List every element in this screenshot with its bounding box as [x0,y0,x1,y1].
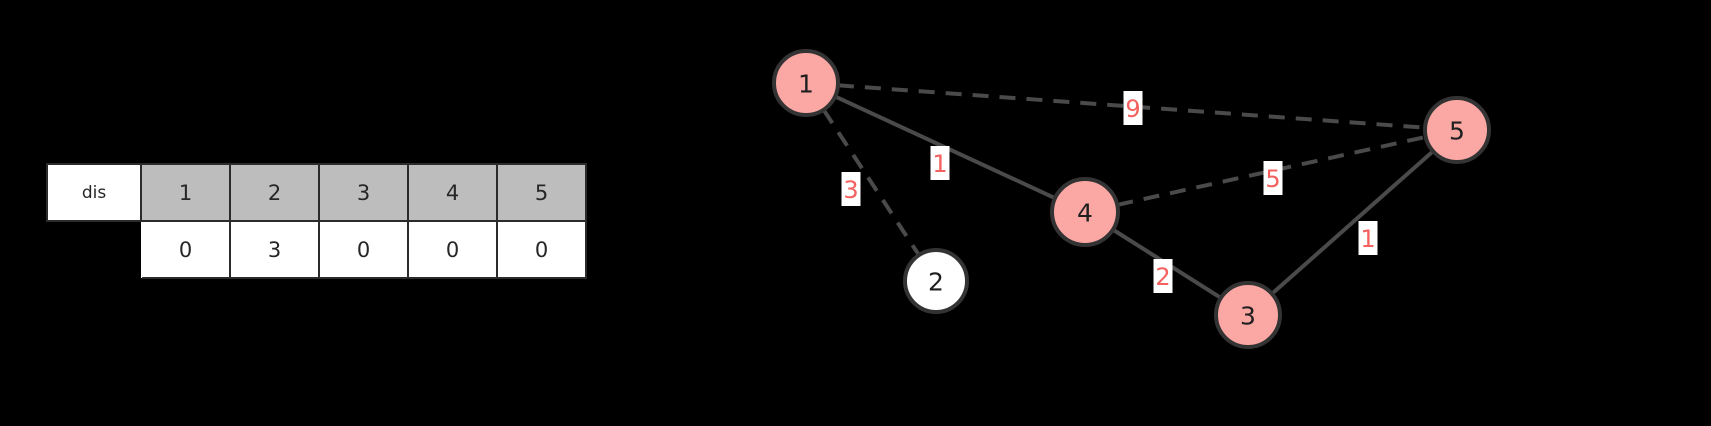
distance-table: dis 1 2 3 4 5 0 3 0 0 0 [46,163,587,279]
table-row-label: dis [46,163,142,222]
graph-node-2[interactable]: 2 [903,248,969,314]
edge-label-background [930,146,950,180]
table-value-cell-1: 0 [140,220,231,279]
table-value-row: 0 3 0 0 0 [47,220,587,279]
nodes-layer: 1 2 3 4 5 [772,49,1491,349]
node-label-2: 2 [928,268,944,297]
edge-weight-text: 3 [843,176,858,204]
edge-label-background [1123,91,1143,125]
node-label-1: 1 [798,70,814,99]
graph-node-4[interactable]: 4 [1050,177,1120,247]
edge-weight-text: 1 [1360,225,1375,253]
edge-weight-label-1-2: 3 [841,172,861,206]
graph-edge-1-5 [837,83,1426,130]
edge-labels-layer: 9 1 3 5 2 1 [841,91,1378,293]
table-header-cell-1: 1 [140,163,231,222]
edge-label-background [841,172,861,206]
edge-weight-label-1-4: 1 [930,146,950,180]
edge-weight-text: 9 [1125,95,1140,123]
edge-weight-text: 1 [932,150,947,178]
table-header-cell-3: 3 [318,163,409,222]
node-label-5: 5 [1449,117,1465,146]
graph-edge-1-2 [821,108,921,257]
table-header-cell-2: 2 [229,163,320,222]
table-header-cell-5: 5 [496,163,587,222]
graph-node-5[interactable]: 5 [1423,96,1491,164]
edge-weight-text: 2 [1155,263,1170,291]
table-value-cell-2: 3 [229,220,320,279]
node-circle-3[interactable] [1214,281,1282,349]
edge-label-background [1153,259,1173,293]
node-circle-1[interactable] [772,49,840,117]
node-circle-5[interactable] [1423,96,1491,164]
edge-label-background [1263,161,1283,195]
node-label-4: 4 [1077,199,1093,228]
table-value-cell-4: 0 [407,220,498,279]
table-header-cell-4: 4 [407,163,498,222]
graph-edge-3-5 [1270,149,1435,296]
table-value-cell-3: 0 [318,220,409,279]
edges-layer [821,83,1435,300]
edge-weight-text: 5 [1265,165,1280,193]
node-circle-4[interactable] [1050,177,1120,247]
edge-weight-label-1-5: 9 [1123,91,1143,125]
graph-node-3[interactable]: 3 [1214,281,1282,349]
edge-weight-label-3-5: 1 [1358,221,1378,255]
node-circle-2[interactable] [903,248,969,314]
node-label-3: 3 [1240,302,1256,331]
edge-weight-label-4-3: 2 [1153,259,1173,293]
table-value-cell-5: 0 [496,220,587,279]
edge-label-background [1358,221,1378,255]
graph-node-1[interactable]: 1 [772,49,840,117]
table-header-row: dis 1 2 3 4 5 [46,163,587,222]
edge-weight-label-4-5: 5 [1263,161,1283,195]
